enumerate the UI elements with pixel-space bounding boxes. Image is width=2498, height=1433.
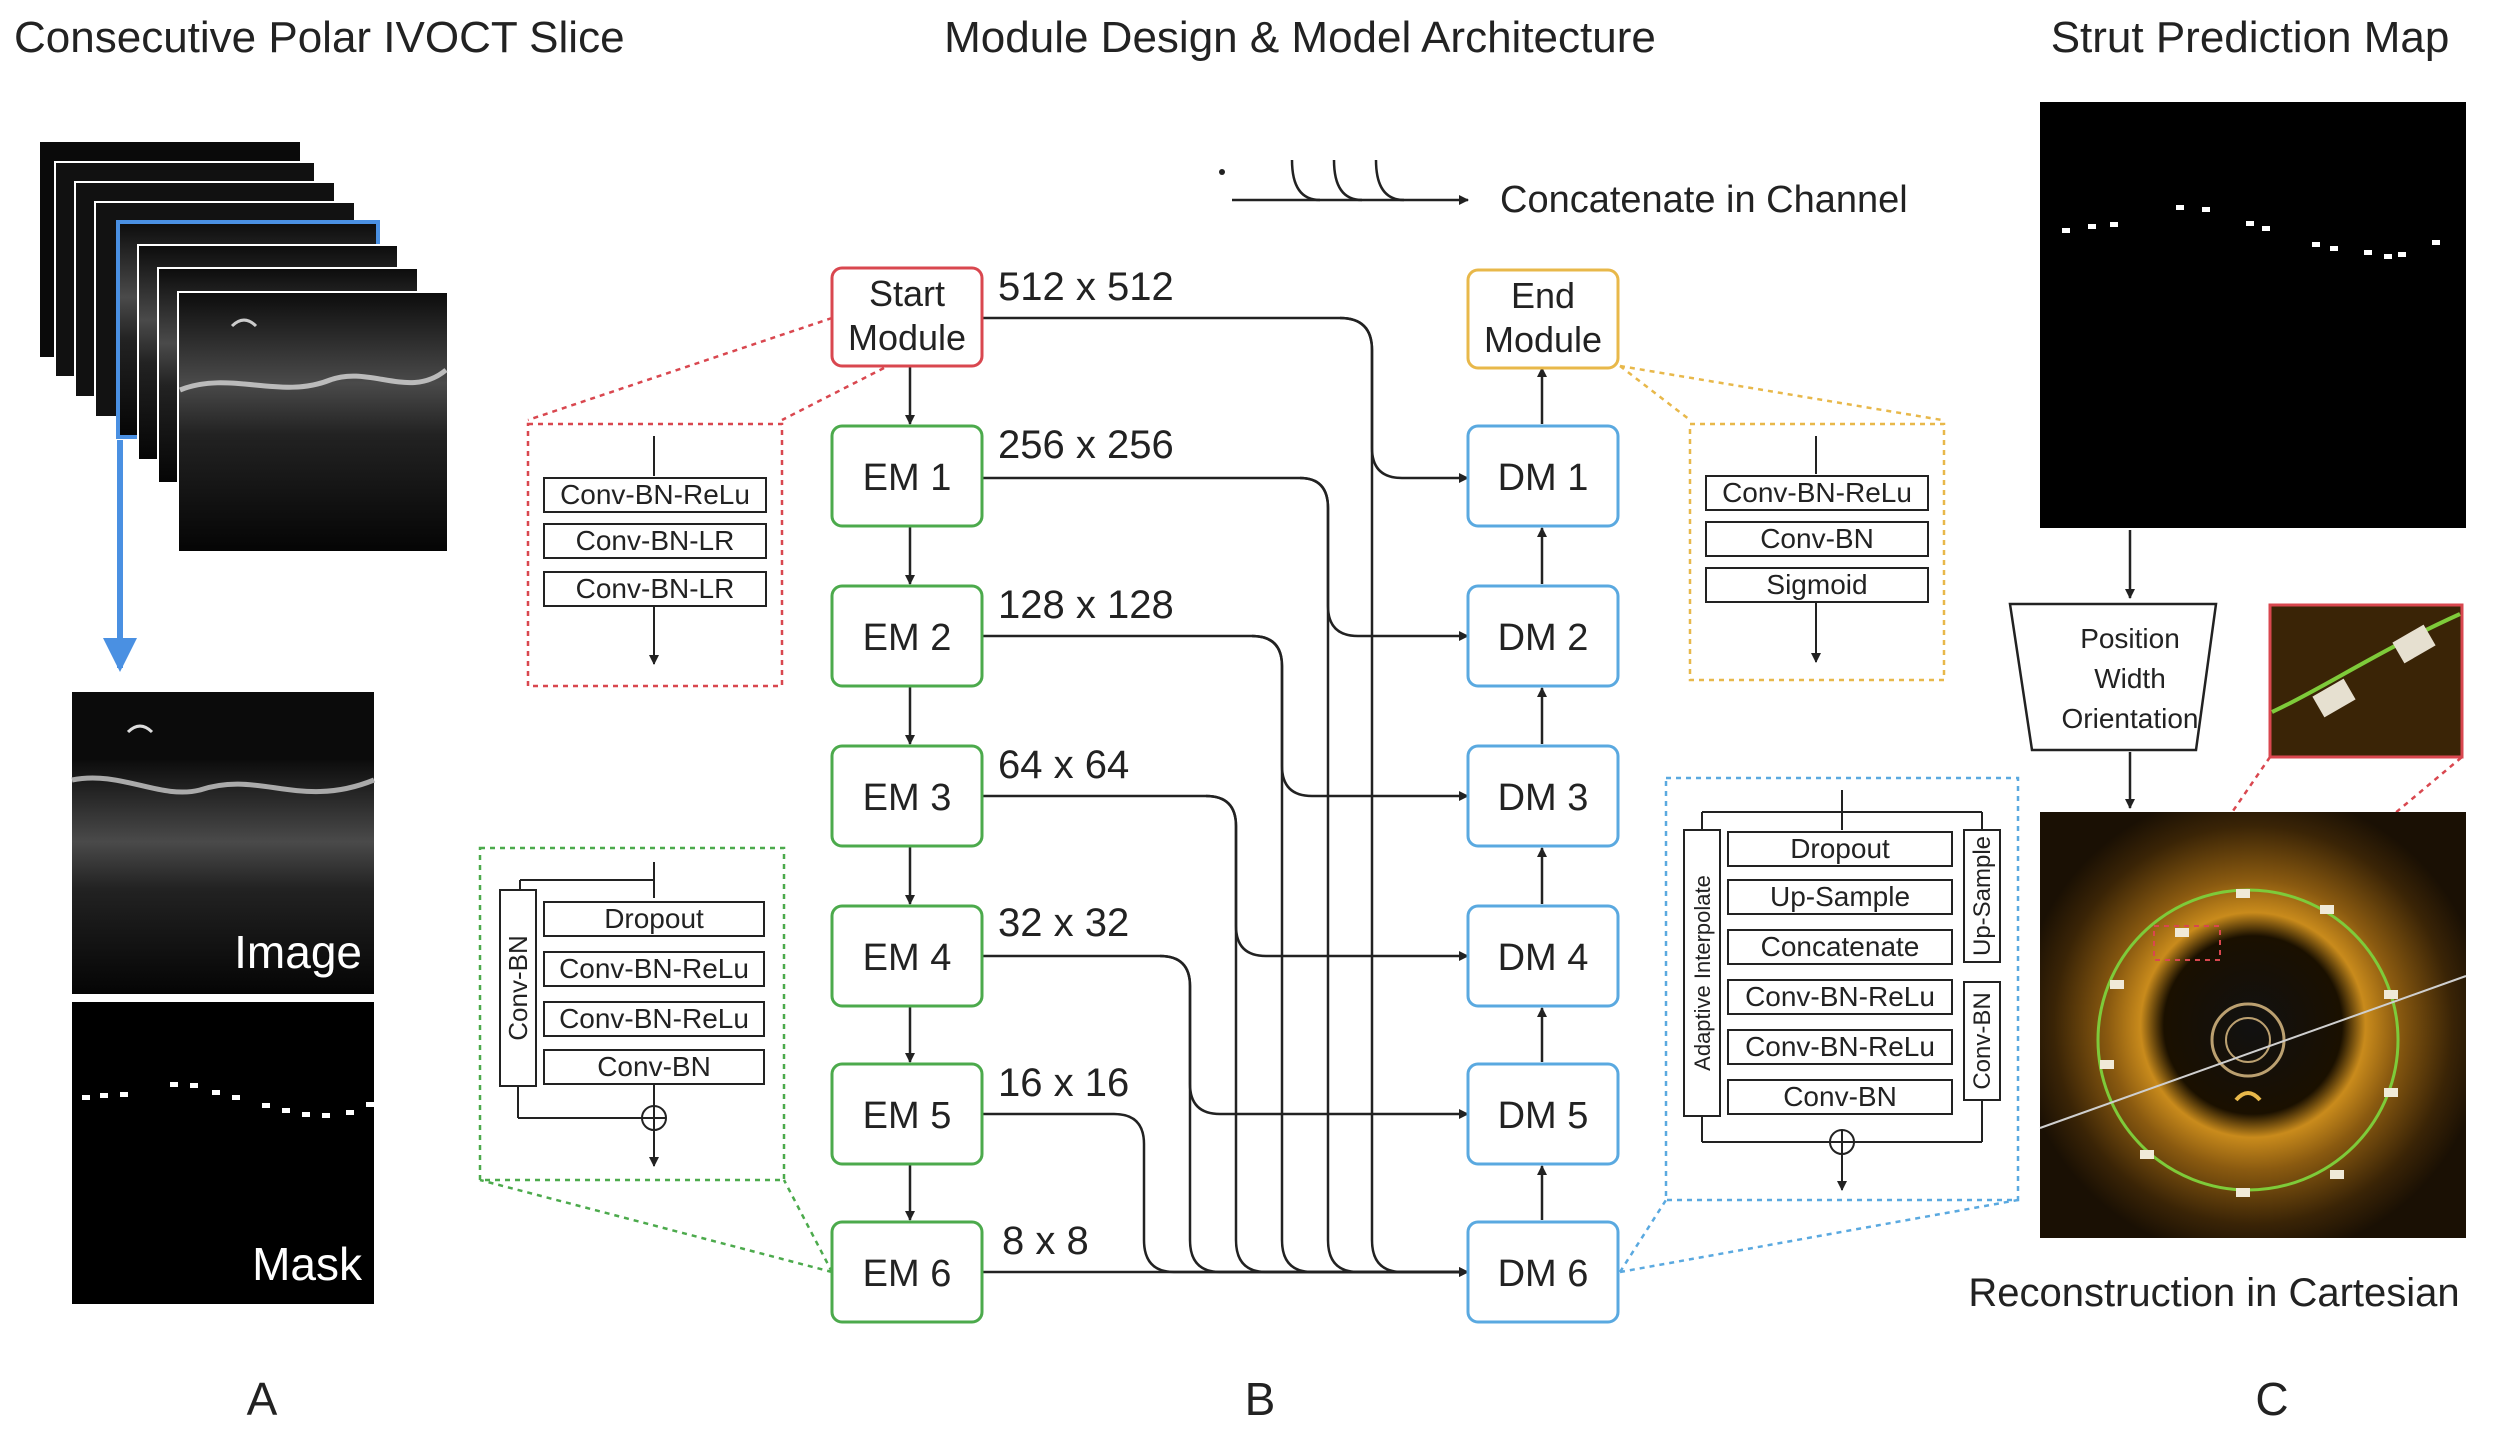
svg-text:Conv-BN-ReLu: Conv-BN-ReLu xyxy=(1745,1031,1935,1062)
mask-label: Mask xyxy=(252,1238,363,1290)
svg-text:Module: Module xyxy=(848,317,966,358)
concatenate-legend: Concatenate in Channel xyxy=(1219,159,1908,221)
svg-text:Conv-BN-LR: Conv-BN-LR xyxy=(576,573,735,604)
resolution-label: 128 x 128 xyxy=(998,583,1174,627)
svg-text:Sigmoid: Sigmoid xyxy=(1766,569,1867,600)
svg-text:Module: Module xyxy=(1484,319,1602,360)
svg-text:EM 5: EM 5 xyxy=(863,1095,952,1137)
start-module: Start Module xyxy=(830,266,984,368)
resolution-label: 256 x 256 xyxy=(998,423,1174,467)
svg-text:Conv-BN: Conv-BN xyxy=(597,1051,711,1082)
svg-text:Conv-BN-ReLu: Conv-BN-ReLu xyxy=(559,953,749,984)
svg-text:Conv-BN: Conv-BN xyxy=(1760,523,1874,554)
svg-text:EM 1: EM 1 xyxy=(863,457,952,499)
image-label: Image xyxy=(234,926,362,978)
encoder-modules: EM 1 EM 2 EM 3 EM 4 EM 5 EM 6 xyxy=(830,424,984,1324)
svg-text:DM 3: DM 3 xyxy=(1498,777,1589,819)
svg-text:Dropout: Dropout xyxy=(1790,833,1890,864)
svg-text:Orientation: Orientation xyxy=(2062,703,2199,734)
decoder-module-detail: Adaptive Interpolate Up-Sample Conv-BN D… xyxy=(1664,776,2020,1202)
zoom-inset xyxy=(2268,603,2464,759)
slice-stack xyxy=(40,142,449,553)
panel-c-letter: C xyxy=(2255,1373,2288,1425)
decoder-module: DM 6 xyxy=(1466,1220,1620,1324)
decoder-module: DM 1 xyxy=(1466,424,1620,528)
panel-c-title: Strut Prediction Map xyxy=(2051,13,2450,62)
panel-a: Consecutive Polar IVOCT Slice Image xyxy=(14,13,625,1425)
panel-b: Module Design & Model Architecture Conca… xyxy=(478,13,2020,1425)
svg-text:Adaptive Interpolate: Adaptive Interpolate xyxy=(1690,875,1715,1071)
panel-c-caption: Reconstruction in Cartesian xyxy=(1968,1271,2459,1315)
svg-text:Up-Sample: Up-Sample xyxy=(1770,881,1910,912)
resolution-label: 512 x 512 xyxy=(998,265,1174,309)
svg-text:Position: Position xyxy=(2080,623,2180,654)
svg-text:Conv-BN-ReLu: Conv-BN-ReLu xyxy=(1745,981,1935,1012)
svg-text:Conv-BN-ReLu: Conv-BN-ReLu xyxy=(1722,477,1912,508)
cartesian-reconstruction xyxy=(2039,812,2467,1238)
svg-text:Up-Sample: Up-Sample xyxy=(1969,836,1996,956)
resolution-labels: 512 x 512 256 x 256 128 x 128 64 x 64 32… xyxy=(998,265,1174,1263)
decoder-modules: DM 1 DM 2 DM 3 DM 4 DM 5 DM 6 xyxy=(1466,424,1620,1324)
encoder-module: EM 1 xyxy=(830,424,984,528)
svg-text:DM 6: DM 6 xyxy=(1498,1253,1589,1295)
svg-text:Conv-BN-ReLu: Conv-BN-ReLu xyxy=(559,1003,749,1034)
end-module-detail: Conv-BN-ReLu Conv-BN Sigmoid xyxy=(1688,422,1946,682)
prediction-map xyxy=(2040,102,2466,528)
resolution-label: 8 x 8 xyxy=(1002,1219,1089,1263)
svg-text:EM 2: EM 2 xyxy=(863,617,952,659)
resolution-label: 64 x 64 xyxy=(998,743,1129,787)
svg-text:Start: Start xyxy=(869,273,945,314)
svg-text:DM 5: DM 5 xyxy=(1498,1095,1589,1137)
svg-text:Concatenate: Concatenate xyxy=(1761,931,1920,962)
svg-text:Conv-BN: Conv-BN xyxy=(1783,1081,1897,1112)
panel-c: Strut Prediction Map Position Width Orie… xyxy=(1968,13,2467,1425)
svg-text:DM 2: DM 2 xyxy=(1498,617,1589,659)
encoder-module-detail: Conv-BN Dropout Conv-BN-ReLu Conv-BN-ReL… xyxy=(478,846,786,1182)
svg-text:EM 4: EM 4 xyxy=(863,937,952,979)
encoder-module: EM 6 xyxy=(830,1220,984,1324)
svg-text:EM 3: EM 3 xyxy=(863,777,952,819)
svg-text:Width: Width xyxy=(2094,663,2166,694)
decoder-module: DM 2 xyxy=(1466,584,1620,688)
resolution-label: 32 x 32 xyxy=(998,901,1129,945)
decoder-module: DM 5 xyxy=(1466,1062,1620,1166)
legend-label: Concatenate in Channel xyxy=(1500,179,1908,221)
mask-thumbnail: Mask xyxy=(72,1002,374,1304)
start-module-detail: Conv-BN-ReLu Conv-BN-LR Conv-BN-LR xyxy=(526,422,784,688)
panel-b-letter: B xyxy=(1245,1373,1276,1425)
panel-b-title: Module Design & Model Architecture xyxy=(944,13,1656,62)
svg-text:Conv-BN-ReLu: Conv-BN-ReLu xyxy=(560,479,750,510)
svg-text:Conv-BN: Conv-BN xyxy=(503,935,533,1040)
encoder-module: EM 3 xyxy=(830,744,984,848)
svg-text:DM 4: DM 4 xyxy=(1498,937,1589,979)
encoder-module: EM 2 xyxy=(830,584,984,688)
panel-a-letter: A xyxy=(247,1373,278,1425)
svg-text:Dropout: Dropout xyxy=(604,903,704,934)
encoder-module: EM 4 xyxy=(830,904,984,1008)
decoder-module: DM 3 xyxy=(1466,744,1620,848)
image-thumbnail: Image xyxy=(71,692,375,994)
encoder-module: EM 5 xyxy=(830,1062,984,1166)
svg-text:EM 6: EM 6 xyxy=(863,1253,952,1295)
end-module: End Module xyxy=(1466,268,1620,370)
decoder-module: DM 4 xyxy=(1466,904,1620,1008)
svg-text:End: End xyxy=(1511,275,1575,316)
skip-connections xyxy=(982,316,1469,1277)
panel-a-title: Consecutive Polar IVOCT Slice xyxy=(14,13,625,62)
svg-text:Conv-BN-LR: Conv-BN-LR xyxy=(576,525,735,556)
resolution-label: 16 x 16 xyxy=(998,1061,1129,1105)
svg-text:Conv-BN: Conv-BN xyxy=(1969,992,1996,1089)
geometry-funnel: Position Width Orientation xyxy=(2008,602,2218,752)
svg-text:DM 1: DM 1 xyxy=(1498,457,1589,499)
